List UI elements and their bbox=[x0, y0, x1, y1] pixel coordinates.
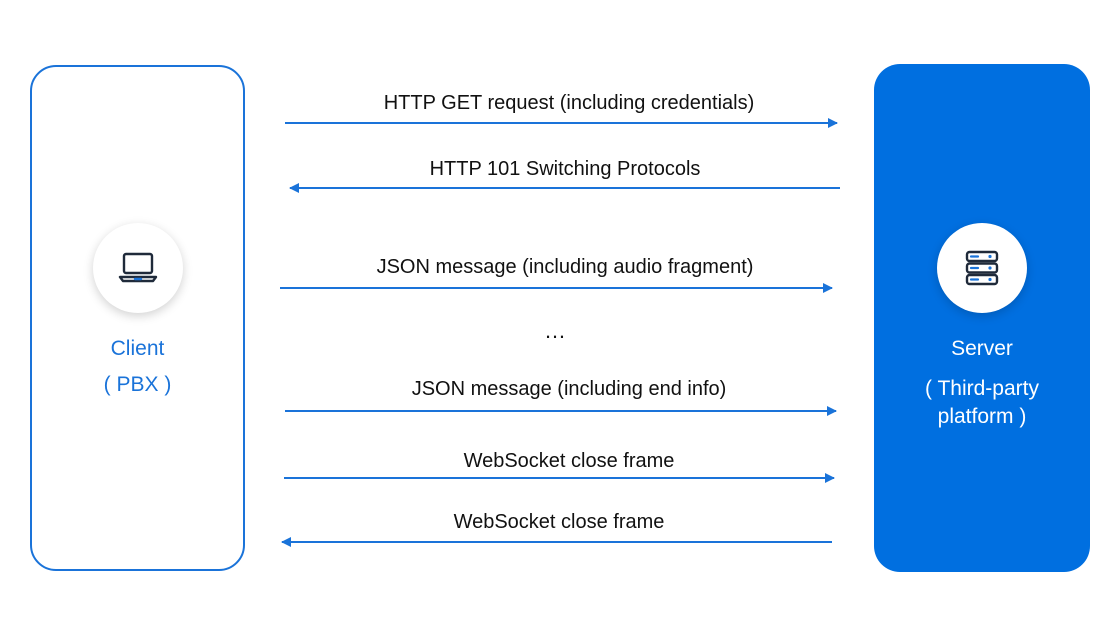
server-rack-icon bbox=[965, 250, 999, 286]
message-label-4: JSON message (including end info) bbox=[411, 378, 727, 400]
client-icon-badge bbox=[93, 223, 183, 313]
laptop-icon bbox=[118, 252, 158, 283]
ellipsis-gap: … bbox=[544, 318, 566, 343]
message-label-2: HTTP 101 Switching Protocols bbox=[429, 158, 701, 180]
client-node bbox=[30, 65, 245, 571]
server-name: Server bbox=[951, 337, 1013, 360]
message-label-3: JSON message (including audio fragment) bbox=[376, 256, 754, 278]
server-icon-badge bbox=[937, 223, 1027, 313]
message-label-5: WebSocket close frame bbox=[463, 450, 675, 472]
client-name: Client bbox=[110, 337, 165, 360]
client-subtitle: ( PBX ) bbox=[103, 373, 172, 396]
server-subtitle-line2: platform ) bbox=[937, 405, 1027, 428]
server-node bbox=[874, 64, 1090, 572]
server-subtitle-line1: ( Third-party bbox=[925, 377, 1039, 400]
message-label-6: WebSocket close frame bbox=[453, 511, 665, 533]
message-label-1: HTTP GET request (including credentials) bbox=[383, 92, 755, 114]
